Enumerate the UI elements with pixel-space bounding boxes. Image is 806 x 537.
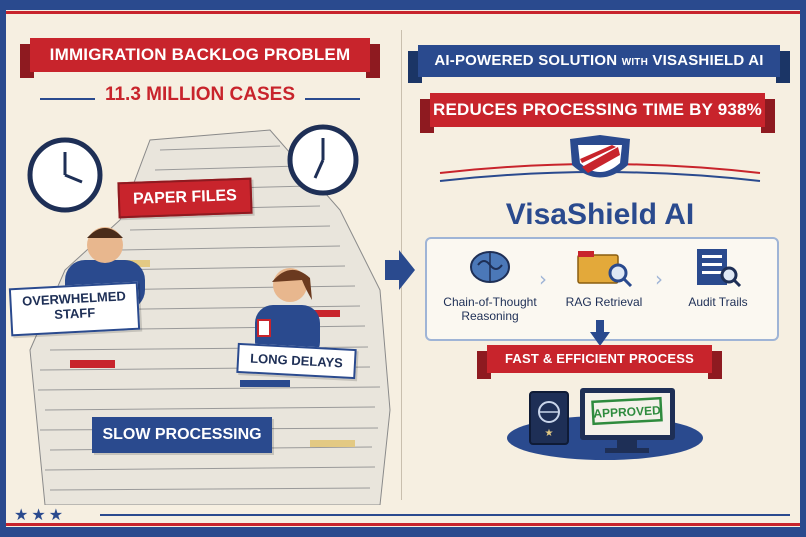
- stars-rule: [100, 514, 790, 516]
- step-chain-line-2: Reasoning: [461, 309, 519, 323]
- fast-process-banner: FAST & EFFICIENT PROCESS: [477, 345, 722, 379]
- shield-logo-area: [439, 135, 761, 182]
- paper-stack-illustration: [27, 124, 391, 505]
- backlog-title-banner: IMMIGRATION BACKLOG PROBLEM: [20, 38, 380, 78]
- reduces-time-banner: REDUCES PROCESSING TIME BY 938%: [420, 93, 775, 133]
- frame-left: [0, 10, 6, 527]
- clock-left-icon: [27, 137, 103, 213]
- frame-right: [800, 10, 806, 527]
- solution-title-c: VISASHIELD AI: [648, 52, 764, 69]
- paper-files-label: PAPER FILES: [117, 177, 253, 219]
- stars-decoration: ★★★: [14, 505, 67, 524]
- solution-title-with: WITH: [621, 57, 649, 68]
- overwhelmed-staff-label: OVERWHELMED STAFF: [8, 281, 141, 337]
- approved-stamp: APPROVED: [593, 403, 661, 421]
- solution-title-a: AI-POWERED SOLUTION: [434, 52, 622, 69]
- step-rag-label: RAG Retrieval: [565, 295, 643, 309]
- frame-top: [0, 0, 806, 14]
- cases-rule-left: [40, 98, 95, 100]
- arrow-right-icon: [385, 250, 415, 290]
- cases-rule-right: [305, 98, 360, 100]
- step-rag-retrieval: RAG Retrieval: [549, 247, 659, 309]
- chevron-right-icon-2: ›: [655, 267, 663, 291]
- long-delays-label: LONG DELAYS: [236, 342, 357, 380]
- visashield-shield-icon: [570, 135, 630, 178]
- step-audit-label: Audit Trails: [688, 295, 748, 309]
- approval-illustration: ★ APPROVED: [507, 388, 703, 460]
- slow-processing-banner: SLOW PROCESSING: [92, 417, 272, 453]
- arrow-down-icon: [590, 320, 610, 346]
- cases-count: 11.3 MILLION CASES: [104, 84, 296, 105]
- approved-stamp-frame: [591, 396, 663, 426]
- chevron-right-icon: ›: [539, 267, 547, 291]
- svg-text:★: ★: [545, 428, 554, 439]
- clock-right-icon: [287, 124, 359, 196]
- step-audit-trails: Audit Trails: [663, 247, 773, 309]
- solution-title-banner: AI-POWERED SOLUTION WITH VISASHIELD AI: [408, 45, 790, 83]
- brand-name: VisaShield AI: [505, 198, 695, 231]
- step-chain-line-1: Chain-of-Thought: [443, 295, 537, 309]
- passport-icon: ★: [529, 391, 569, 445]
- step-chain-of-thought: Chain-of-Thought Reasoning: [435, 247, 545, 323]
- brain-icon: [470, 251, 510, 283]
- checklist-icon: [697, 249, 742, 288]
- frame-bottom: [0, 523, 806, 537]
- folder-search-icon: [577, 251, 633, 288]
